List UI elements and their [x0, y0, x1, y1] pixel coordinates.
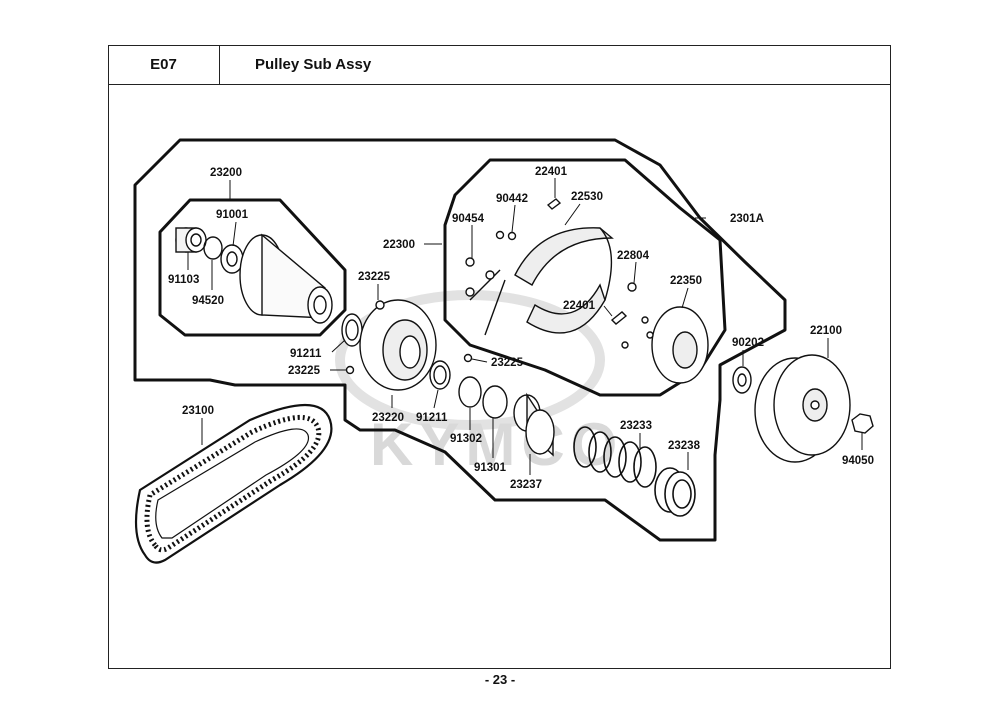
section-code: E07: [108, 45, 220, 85]
label-22100: 22100: [810, 325, 842, 337]
label-90202: 90202: [732, 337, 764, 349]
drive-face-group: [341, 299, 555, 457]
label-94050: 94050: [842, 455, 874, 467]
outline-23200: [158, 198, 347, 337]
label-22401-top: 22401: [535, 166, 568, 178]
label-23225-right: 23225: [491, 357, 524, 369]
spring-group: [573, 426, 696, 517]
label-22804: 22804: [617, 250, 650, 262]
label-91211-center: 91211: [416, 412, 448, 424]
label-22350: 22350: [670, 275, 702, 287]
label-23100: 23100: [182, 405, 214, 417]
label-23225-top: 23225: [358, 271, 391, 283]
label-23238: 23238: [668, 440, 701, 452]
label-23200: 23200: [210, 167, 242, 179]
face-drive-group: [175, 227, 333, 324]
label-91301: 91301: [474, 462, 507, 474]
leader-lines: [187, 178, 863, 475]
label-23220: 23220: [372, 412, 404, 424]
section-title: Pulley Sub Assy: [220, 45, 891, 85]
outline-2301A: [133, 138, 787, 542]
page-frame: [108, 45, 891, 669]
label-90442: 90442: [496, 193, 528, 205]
v-belt: [134, 403, 333, 564]
label-91001: 91001: [216, 209, 249, 221]
label-22530: 22530: [571, 191, 603, 203]
page-number: - 23 -: [484, 672, 516, 687]
clutch-outer-group: [732, 354, 874, 463]
clutch-shoe-group: [465, 198, 709, 384]
label-91302: 91302: [450, 433, 482, 445]
part-labels: 23200 91001 91103 94520 22300 23225 9121…: [168, 166, 874, 491]
label-90454: 90454: [452, 213, 485, 225]
label-23225-left: 23225: [288, 365, 321, 377]
label-91211-left: 91211: [290, 348, 322, 360]
label-94520: 94520: [192, 295, 224, 307]
watermark-text: KYMCO: [370, 411, 623, 478]
label-22300: 22300: [383, 239, 415, 251]
label-22401-mid: 22401: [563, 300, 596, 312]
label-2301A: 2301A: [730, 213, 764, 225]
label-91103: 91103: [168, 274, 199, 286]
label-23237: 23237: [510, 479, 542, 491]
label-23233: 23233: [620, 420, 652, 432]
